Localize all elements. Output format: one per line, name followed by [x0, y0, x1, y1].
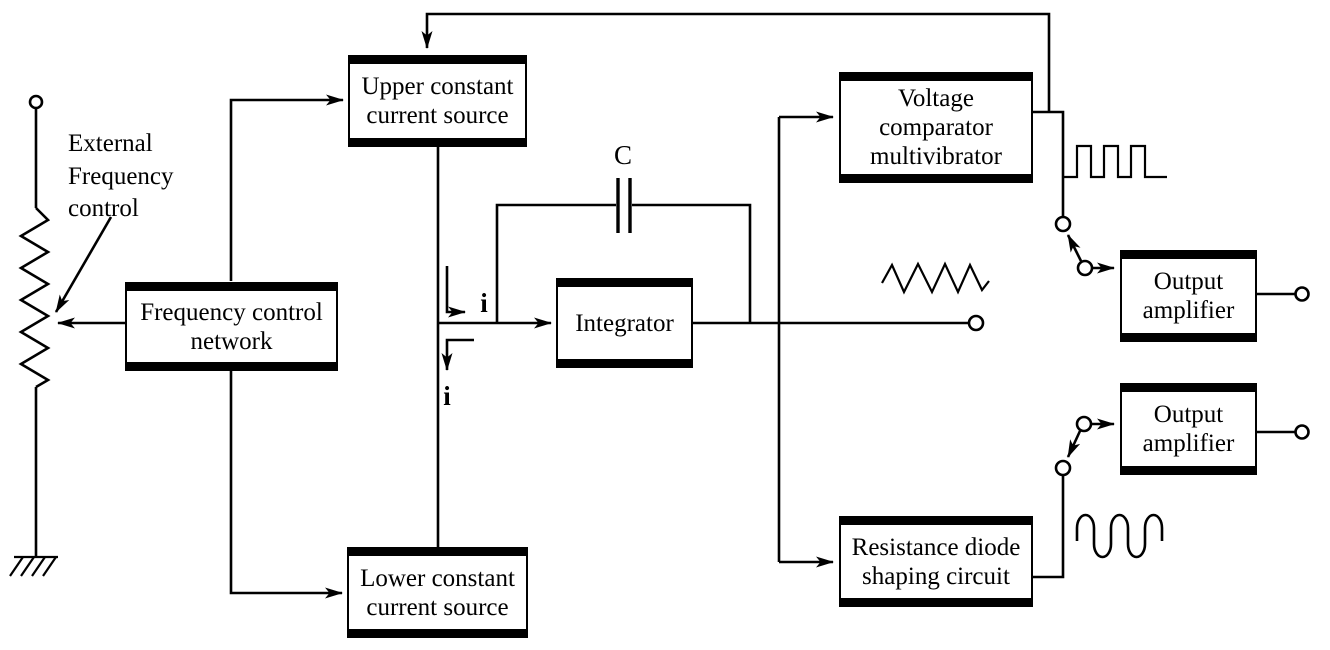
selector-switch-sine [1054, 415, 1115, 477]
switch-lever-sine [1066, 430, 1082, 458]
wire-freq-to-upper-source [229, 94, 344, 281]
block-output-amplifier-square: Output amplifier [1120, 250, 1257, 342]
external-frequency-control-label: External Frequency control [68, 130, 174, 222]
square-output-terminal [1294, 286, 1310, 302]
current-arrow-upper [445, 266, 466, 318]
capacitor-label: C [613, 140, 632, 170]
resistor-zigzag [18, 207, 51, 389]
external-control-pointer-arrow [54, 216, 113, 313]
block-upper-constant-current-source: Upper constant current source [348, 55, 527, 147]
capacitor-symbol [495, 178, 752, 323]
block-resistance-diode-shaping-circuit: Resistance diode shaping circuit [839, 516, 1033, 607]
triangle-wave-icon [881, 261, 990, 295]
switch-lever-square [1066, 234, 1083, 262]
current-arrow-lower [441, 338, 474, 371]
capacitor-wire-right [632, 203, 752, 323]
block-frequency-control-network: Frequency control network [125, 282, 338, 371]
triangle-output-terminal [967, 314, 985, 332]
sine-output-terminal [1294, 424, 1310, 440]
wire-feedback-comparator-to-upper-source [421, 12, 1051, 112]
wire-comparator-output [1033, 110, 1065, 217]
block-output-amplifier-sine: Output amplifier [1120, 383, 1257, 475]
block-lower-constant-current-source: Lower constant current source [347, 547, 528, 638]
square-wave-icon [1064, 144, 1167, 179]
pot-top-terminal [28, 94, 44, 110]
capacitor-wire-left [495, 203, 616, 323]
current-label-upper: i [480, 288, 488, 318]
sine-wave-icon [1075, 513, 1164, 559]
wire-shaper-output [1033, 475, 1065, 579]
switch-contact-sine-bottom [1054, 459, 1072, 477]
switch-contact-square-top [1054, 215, 1072, 233]
ground-icon [9, 555, 58, 577]
block-voltage-comparator-multivibrator: Voltage comparator multivibrator [839, 72, 1033, 183]
selector-switch-square [1054, 215, 1115, 277]
potentiometer-symbol [9, 94, 58, 577]
switch-contact-square-bottom [1076, 259, 1094, 277]
wire-freq-to-lower-source [229, 371, 343, 599]
block-integrator: Integrator [556, 278, 693, 368]
switch-contact-sine-top [1075, 415, 1093, 433]
current-label-lower: i [443, 381, 451, 411]
